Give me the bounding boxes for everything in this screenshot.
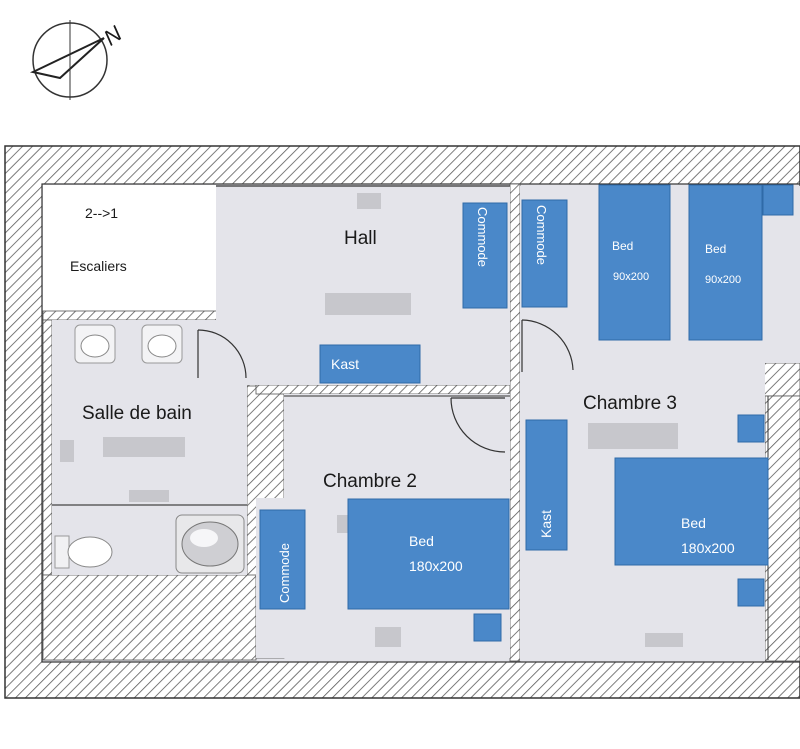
stairs-area — [43, 185, 216, 311]
ch3-bed-double — [614, 457, 769, 566]
placeholder-block — [357, 193, 381, 209]
sink-icon-left — [74, 324, 116, 364]
stairs-name-label: Escaliers — [70, 258, 127, 274]
bedroom2-door — [450, 397, 506, 453]
compass-north-label: N — [99, 21, 126, 51]
placeholder-block — [375, 627, 401, 647]
ch3-bed-single-1 — [598, 184, 671, 341]
ch2-bed-double-label: Bed — [409, 533, 434, 549]
ch2-commode — [259, 509, 306, 610]
bedroom3-door — [521, 319, 574, 372]
ch3-commode — [521, 199, 568, 308]
hall-kast — [319, 344, 421, 384]
ch3-bed-single-1-label: Bed — [612, 239, 633, 253]
placeholder-block — [337, 515, 349, 533]
hall-kast-label: Kast — [331, 356, 359, 372]
hall-commode-label: Commode — [475, 207, 490, 267]
ch2-bed-double-size: 180x200 — [409, 558, 463, 574]
ch3-bed-single-2 — [688, 184, 763, 341]
ch3-nightstand-top — [762, 184, 794, 216]
ch3-bed-single-1-size: 90x200 — [613, 271, 649, 283]
wall-hall-ch2 — [255, 384, 512, 395]
ch3-nightstand-2 — [737, 578, 765, 607]
ch3-bed-double-size: 180x200 — [681, 540, 735, 556]
stairs-direction-label: 2-->1 — [85, 205, 118, 221]
ch3-bed-single-2-label: Bed — [705, 242, 726, 256]
ch3-bed-double-label: Bed — [681, 515, 706, 531]
ch2-bed-double — [347, 498, 510, 610]
ch3-nightstand-1 — [737, 414, 765, 443]
hall-commode — [462, 202, 508, 309]
ch3-bed-single-2-size: 90x200 — [705, 274, 741, 286]
placeholder-block — [325, 293, 411, 315]
placeholder-block — [588, 423, 678, 449]
ch3-kast — [525, 419, 568, 551]
compass: N — [29, 20, 127, 100]
bathroom-door — [197, 329, 247, 379]
bedroom2-name-label: Chambre 2 — [323, 471, 417, 492]
placeholder-block — [60, 440, 74, 462]
wall-center-vertical — [509, 183, 521, 662]
toilet-icon — [54, 535, 113, 569]
bathtub-icon — [175, 514, 245, 574]
compass-needle-icon — [29, 37, 105, 80]
placeholder-block — [129, 490, 169, 502]
bathroom-name-label: Salle de bain — [82, 403, 192, 424]
bedroom3-name-label: Chambre 3 — [583, 393, 677, 414]
sink-icon-right — [141, 324, 183, 364]
wall-ch3-right — [764, 395, 800, 662]
placeholder-block — [103, 437, 185, 457]
hall-name-label: Hall — [344, 228, 377, 249]
ch3-kast-label: Kast — [538, 510, 554, 538]
placeholder-block — [645, 633, 683, 647]
ch2-commode-label: Commode — [277, 543, 292, 603]
wall-bath-bottom — [42, 574, 257, 661]
ch2-nightstand — [473, 613, 502, 642]
ch3-commode-label: Commode — [534, 205, 549, 265]
wall-bath-left — [42, 319, 53, 576]
